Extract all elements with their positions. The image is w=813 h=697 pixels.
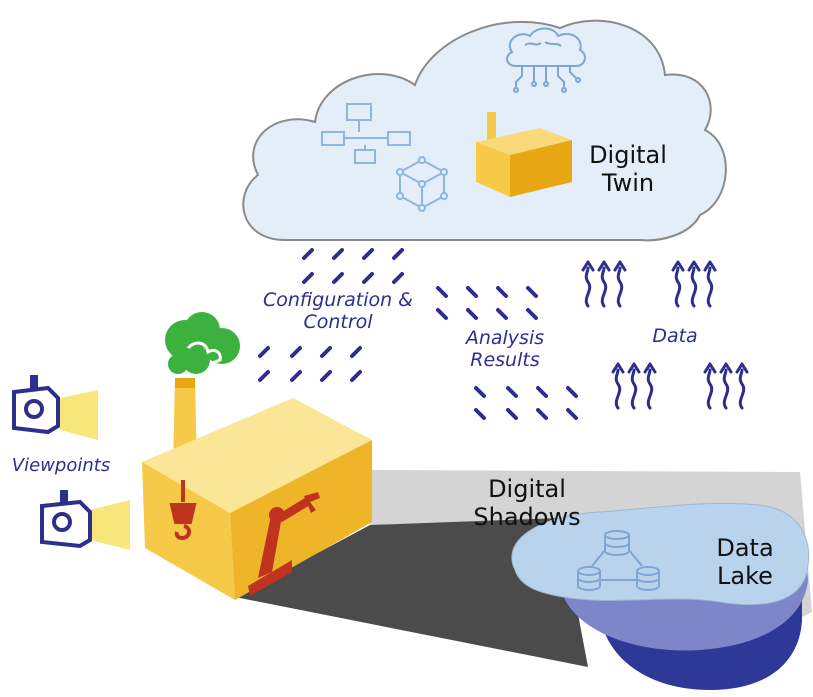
digital-shadows-label-line1: Digital [488,475,566,503]
data-lake-label-line2: Lake [717,561,773,590]
analysis-results-label: Analysis Results [450,327,560,372]
cloud [242,19,727,242]
analysis-results-arrows [436,286,578,420]
flowchart-icon [321,103,411,164]
digital-shadow-dark [235,518,588,667]
config-control-label-line2: Control [303,310,373,333]
factory-icon [476,112,572,197]
digital-twin-label-line1: Digital [589,141,667,169]
factory-top [142,398,372,513]
digital-shadows-label: Digital Shadows [462,475,592,531]
config-control-arrows [258,248,404,382]
config-control-label-line1: Configuration & [262,289,413,311]
viewpoints-label: Viewpoints [11,455,111,476]
robot-arm-icon [248,492,320,596]
data-label: Data [652,325,698,347]
digital-shadows-label-line2: Shadows [473,502,581,531]
cube-icon [396,156,448,212]
database-icon [577,530,660,591]
data-lake-label-line1: Data [716,534,774,562]
brain-circuit-icon [506,27,586,93]
projector-icon [40,490,130,550]
factory-smoke [165,312,240,374]
data-lake [511,502,810,690]
analysis-results-label-line1: Analysis [465,327,545,349]
config-control-label: Configuration & Control [248,289,428,334]
projector-icon [12,375,98,440]
digital-twin-label-line2: Twin [601,168,655,197]
data-lake-label: Data Lake [700,534,790,590]
crane-hook-icon [169,480,197,541]
digital-twin-label: Digital Twin [578,141,678,197]
analysis-results-label-line2: Results [470,348,540,371]
